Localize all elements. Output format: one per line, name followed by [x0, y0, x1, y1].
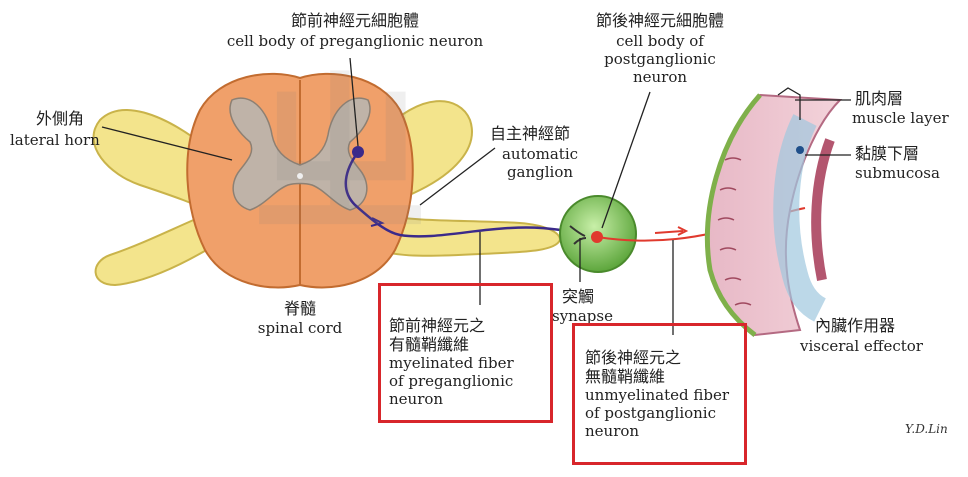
visceral-effector-label-zh: 內臟作用器: [815, 316, 896, 335]
preganglionic-neuron: [344, 146, 576, 238]
myelinated-en-3: neuron: [389, 390, 444, 409]
unmyelinated-en-1: unmyelinated fiber: [585, 386, 730, 405]
myelinated-zh-1: 節前神經元之: [389, 316, 486, 335]
spinal-cord-label-zh: 脊髓: [283, 299, 316, 318]
unmyelinated-en-3: neuron: [585, 422, 640, 441]
unmyelinated-zh-1: 節後神經元之: [585, 348, 682, 367]
visceral-effector-wall: [705, 93, 843, 337]
author-signature: Y.D.Lin: [905, 422, 948, 436]
autonomic-ganglion: [559, 195, 637, 273]
myelinated-zh-2: 有髓鞘纖維: [389, 335, 470, 355]
unmyelinated-fiber-highlight-box: 節後神經元之 無髓鞘纖維 unmyelinated fiber of postg…: [572, 323, 747, 465]
autonomic-ganglion-label-zh: 自主神經節: [489, 124, 570, 143]
postganglionic-body-label-en-1: cell body of: [616, 32, 704, 50]
synapse-label-en: synapse: [552, 307, 613, 325]
unmyelinated-en-2: of postganglionic: [585, 404, 717, 423]
autonomic-ganglion-label-en-1: automatic: [501, 145, 579, 163]
preganglionic-body-label-en: cell body of preganglionic neuron: [226, 32, 484, 50]
unmyelinated-zh-2: 無髓鞘纖維: [585, 367, 666, 387]
spinal-cord-label-en: spinal cord: [257, 319, 343, 337]
myelinated-en-1: myelinated fiber: [389, 354, 514, 373]
visceral-effector-label-en: visceral effector: [800, 337, 923, 355]
leader-lines: [101, 57, 851, 335]
synapse-label-zh: 突觸: [562, 287, 595, 306]
postganglionic-body-label-zh: 節後神經元細胞體: [595, 11, 724, 30]
submucosa-label-zh: 黏膜下層: [855, 144, 920, 163]
submucosa-label-en: submucosa: [855, 164, 940, 182]
postganglionic-body-label-en-3: neuron: [632, 68, 688, 86]
lateral-horn-label-en: lateral horn: [10, 131, 100, 149]
muscle-layer-label-zh: 肌肉層: [855, 89, 904, 108]
autonomic-ganglion-label-en-2: ganglion: [506, 163, 574, 181]
watermark: ㄓ: [250, 53, 431, 262]
postganglionic-body-label-en-2: postganglionic: [604, 50, 716, 68]
muscle-layer-label-en: muscle layer: [852, 109, 949, 127]
lateral-horn-label-zh: 外側角: [36, 109, 85, 128]
myelinated-en-2: of preganglionic: [389, 372, 514, 391]
preganglionic-body-label-zh: 節前神經元細胞體: [290, 11, 419, 30]
myelinated-fiber-highlight-box: 節前神經元之 有髓鞘纖維 myelinated fiber of pregang…: [378, 283, 553, 423]
